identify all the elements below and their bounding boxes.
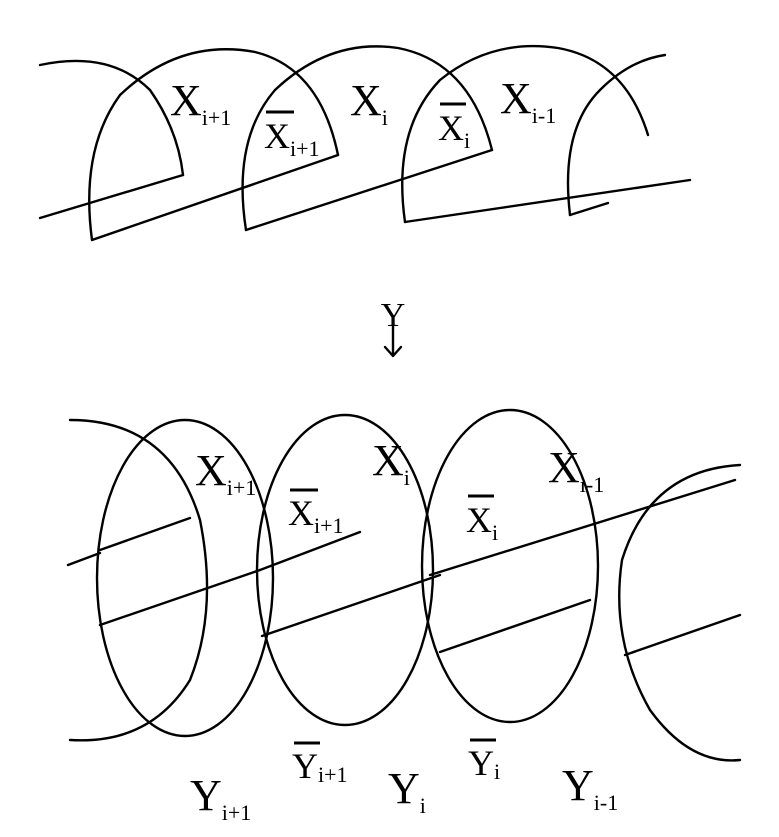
bottom-diagram [66,408,742,762]
svg-text:Xi: Xi [438,108,470,153]
svg-text:Yi+1: Yi+1 [292,746,348,787]
top-halfdisk-2 [241,45,494,232]
svg-text:Xi+1: Xi+1 [170,76,231,130]
svg-text:Xi: Xi [350,76,388,130]
bottom-ellipse-2 [255,413,435,727]
svg-text:Yi+1: Yi+1 [190,771,251,825]
bottom-label-x-i-plus-1: Xi+1 [195,446,256,500]
bottom-segment-upper-2 [258,530,362,572]
top-halfdisk-4 [566,53,667,217]
top-label-x-i-plus-1: Xi+1 [170,76,231,130]
bottom-arc-far-left [68,418,209,742]
svg-text:Xi-1: Xi-1 [548,443,604,497]
top-halfdisk-3 [401,44,650,224]
svg-text:Xi: Xi [466,500,498,545]
bottom-label-y-i-minus-1: Yi-1 [562,761,618,815]
bottom-label-xbar-i-plus-1: Xi+1 [288,488,344,538]
svg-text:Xi: Xi [372,436,410,490]
bottom-ellipse-1 [95,418,275,738]
bottom-label-ybar-i: Yi [468,738,500,784]
top-label-xbar-i: Xi [438,102,470,153]
bottom-label-y-i: Yi [388,764,426,818]
top-label-x-i-minus-1: Xi-1 [500,74,556,128]
bottom-label-ybar-i-plus-1: Yi+1 [292,741,348,787]
bottom-ellipse-3 [420,408,600,724]
top-label-x-i: Xi [350,76,388,130]
top-diagram [38,44,692,242]
svg-text:Xi+1: Xi+1 [288,493,344,538]
top-label-xbar-i-plus-1: Xi+1 [264,110,320,161]
svg-text:Xi-1: Xi-1 [500,74,556,128]
bottom-label-x-i: Xi [372,436,410,490]
svg-text:Xi+1: Xi+1 [195,446,256,500]
top-arc-far-left [38,59,185,177]
svg-text:Yi: Yi [468,743,500,784]
top-halfdisk-1 [88,48,340,242]
bottom-spine-line [66,478,737,638]
bottom-label-xbar-i: Xi [466,494,498,545]
bottom-label-x-i-minus-1: Xi-1 [548,443,604,497]
bottom-arc-far-right [618,463,742,762]
bottom-label-y-i-plus-1: Yi+1 [190,771,251,825]
bottom-segment-right [623,613,742,657]
svg-text:Xi+1: Xi+1 [264,116,320,161]
down-arrow: Y [381,297,405,358]
svg-text:Yi: Yi [388,764,426,818]
top-spine-line [38,148,692,242]
svg-text:Yi-1: Yi-1 [562,761,618,815]
bottom-segment-lower-3 [438,598,592,654]
bottom-segment-upper-1 [98,516,192,552]
